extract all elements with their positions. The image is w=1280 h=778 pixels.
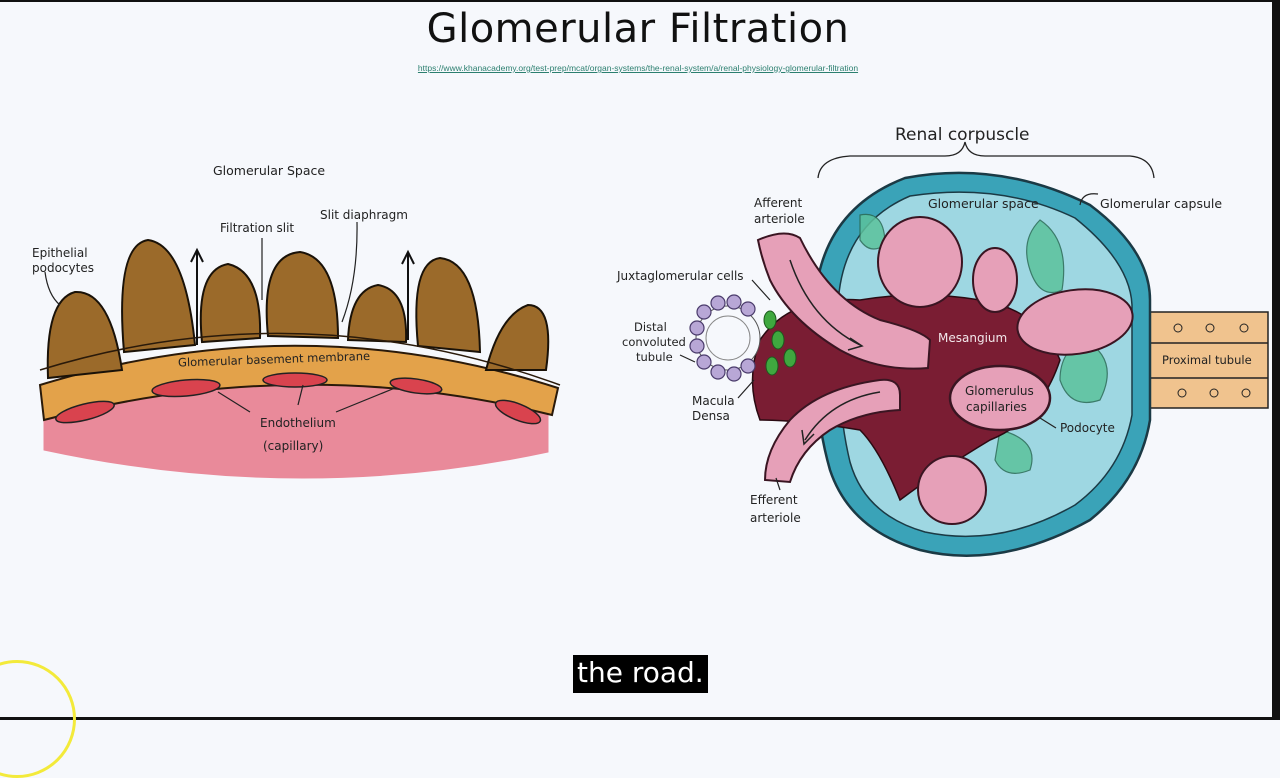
- window-bottom-edge: [0, 717, 1280, 720]
- label-afferent-arteriole: arteriole: [754, 212, 805, 226]
- illustration: Glomerular Space Filtration slit Slit di…: [32, 125, 1269, 557]
- tubule-cell: [1239, 323, 1249, 333]
- label-basement-membrane: Glomerular basement membrane: [178, 349, 371, 370]
- afferent-arteriole: [756, 232, 932, 370]
- capillary-loop: [917, 455, 987, 525]
- endothelial-cell: [494, 399, 542, 425]
- leader-line: [335, 387, 396, 413]
- label-filtration-slit: Filtration slit: [220, 221, 294, 235]
- label-glomerular-capsule: Glomerular capsule: [1100, 196, 1222, 211]
- window-top-edge: [0, 0, 1280, 2]
- efferent-flow-arrow: [804, 391, 881, 441]
- label-podocyte: Podocyte: [1060, 421, 1115, 435]
- label-juxtaglomerular: Juxtaglomerular cells: [616, 269, 744, 283]
- leader-line: [737, 379, 755, 399]
- label-capillary: (capillary): [263, 439, 323, 453]
- label-proximal-tubule: Proximal tubule: [1162, 353, 1252, 367]
- capillary-loop: [948, 364, 1052, 432]
- leader-line: [1039, 417, 1057, 429]
- label-glomerular-space-right: Glomerular space: [928, 196, 1039, 211]
- label-slit-diaphragm: Slit diaphragm: [320, 208, 408, 222]
- distal-tubule: [695, 305, 761, 371]
- juxtaglomerular-cell: [783, 348, 797, 368]
- podocyte-foot: [121, 238, 197, 354]
- leader-line: [1079, 193, 1099, 206]
- source-link[interactable]: https://www.khanacademy.org/test-prep/mc…: [417, 63, 859, 73]
- podocyte-foot: [46, 290, 124, 380]
- leader-line: [44, 271, 61, 306]
- podocyte-foot: [199, 262, 262, 344]
- label-efferent-arteriole: arteriole: [750, 511, 801, 525]
- slide-title: Glomerular Filtration: [426, 6, 850, 52]
- label-glomerulus: Glomerulus: [965, 384, 1034, 398]
- tubule-cell: [1173, 323, 1183, 333]
- efferent-arteriole: [763, 378, 901, 484]
- endothelial-cell: [262, 372, 328, 388]
- corpuscle-bracket: [817, 141, 1155, 179]
- podocyte-processes: [994, 429, 1033, 474]
- endothelial-cell: [389, 377, 443, 395]
- juxtaglomerular-cell: [771, 330, 785, 350]
- label-endothelium: Endothelium: [260, 416, 336, 430]
- capillary-wall-line: [39, 332, 561, 386]
- arrowhead: [190, 247, 204, 263]
- leader-line: [679, 354, 696, 363]
- leader-line: [217, 391, 251, 413]
- leader-line: [751, 279, 771, 301]
- label-glomerular-space: Glomerular Space: [213, 163, 325, 178]
- leader-line: [775, 477, 781, 491]
- tubule-cell: [1209, 388, 1219, 398]
- endothelial-cell: [55, 400, 115, 424]
- label-convoluted: convoluted: [622, 335, 686, 349]
- label-efferent: Efferent: [750, 493, 798, 507]
- podocyte-foot: [484, 303, 550, 371]
- tubule-cell: [1241, 388, 1251, 398]
- podocyte-processes: [1026, 219, 1065, 294]
- label-afferent: Afferent: [754, 196, 803, 210]
- distal-tubule-cells: [689, 294, 756, 382]
- arrowhead: [801, 429, 815, 446]
- podocyte-foot: [415, 256, 482, 354]
- podocyte-processes: [1059, 339, 1108, 404]
- capillary-loop: [1016, 288, 1134, 356]
- arrowhead: [847, 337, 864, 351]
- label-macula: Macula: [692, 394, 735, 408]
- label-renal-corpuscle: Renal corpuscle: [895, 125, 1030, 145]
- proximal-tubule: [1139, 311, 1269, 409]
- tubule-cell: [1205, 323, 1215, 333]
- endothelial-cell: [151, 378, 221, 398]
- juxtaglomerular-cell: [765, 356, 779, 376]
- label-podocytes: podocytes: [32, 261, 94, 275]
- video-subtitle: the road.: [573, 655, 708, 693]
- label-tubule: tubule: [636, 350, 673, 364]
- afferent-flow-arrow: [789, 259, 861, 346]
- label-densa: Densa: [692, 409, 730, 423]
- podocyte-foot: [265, 250, 340, 340]
- label-mesangium: Mesangium: [938, 331, 1007, 345]
- filtration-barrier-diagram: Glomerular Space Filtration slit Slit di…: [32, 163, 561, 479]
- window-right-edge: [1272, 0, 1280, 720]
- podocyte-foot: [346, 283, 408, 344]
- capillary-loop: [877, 216, 963, 308]
- label-epithelial: Epithelial: [32, 246, 88, 260]
- label-distal: Distal: [634, 320, 667, 334]
- label-capillaries: capillaries: [966, 400, 1027, 414]
- juxtaglomerular-cell: [763, 310, 777, 330]
- renal-corpuscle-diagram: Renal corpuscle Afferent arteriole Glome…: [616, 125, 1269, 557]
- leader-line: [341, 221, 358, 323]
- leader-line: [297, 384, 304, 406]
- capillary-loop: [972, 247, 1018, 313]
- arrowhead: [401, 249, 415, 265]
- tubule-cell: [1177, 388, 1187, 398]
